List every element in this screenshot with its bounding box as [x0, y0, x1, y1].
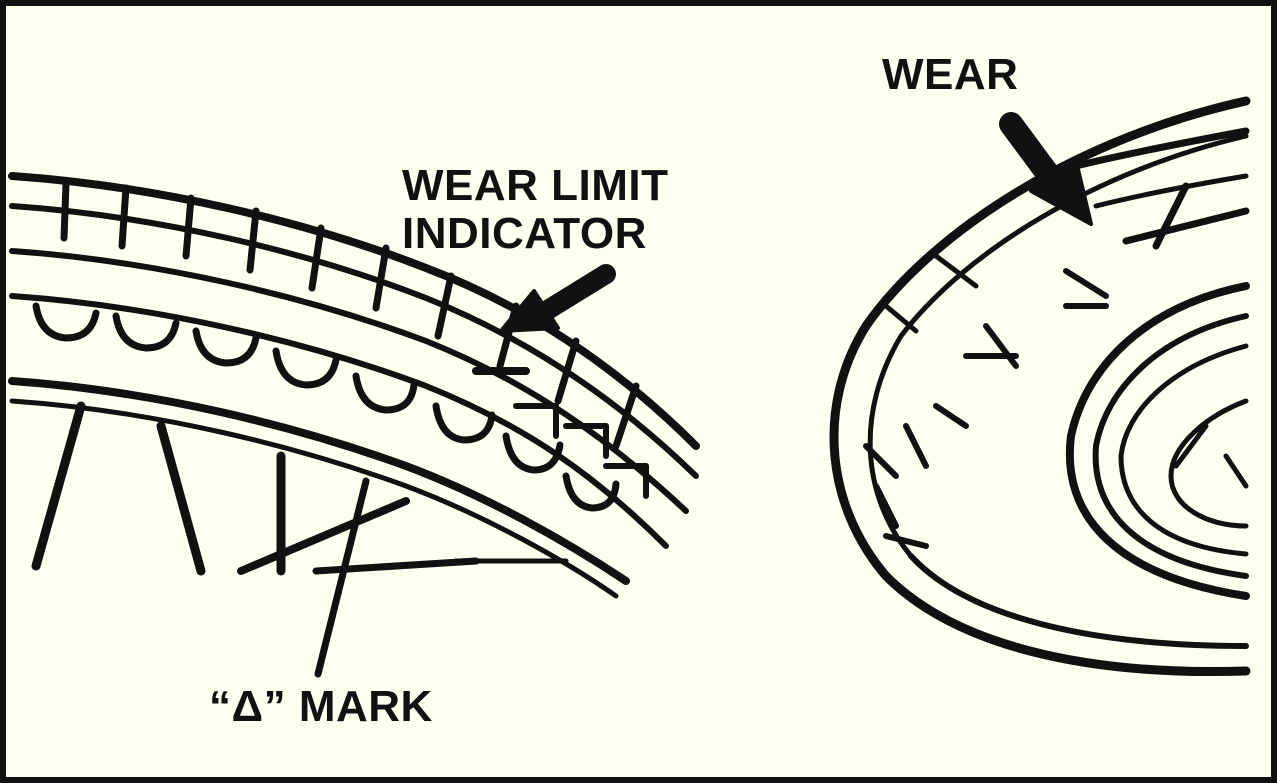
left-tread-section — [8, 172, 700, 678]
right-tire-view — [829, 96, 1251, 676]
wear-limit-indicator-label-line2: INDICATOR — [402, 209, 647, 258]
wear-limit-indicator-label-line1: WEAR LIMIT — [402, 161, 669, 210]
tire-illustration — [8, 96, 1251, 678]
wear-arrow — [999, 112, 1093, 226]
wear-label: WEAR — [882, 50, 1019, 99]
delta-mark-label: “Δ” MARK — [209, 682, 433, 731]
wear-limit-indicator-arrow — [499, 264, 616, 333]
